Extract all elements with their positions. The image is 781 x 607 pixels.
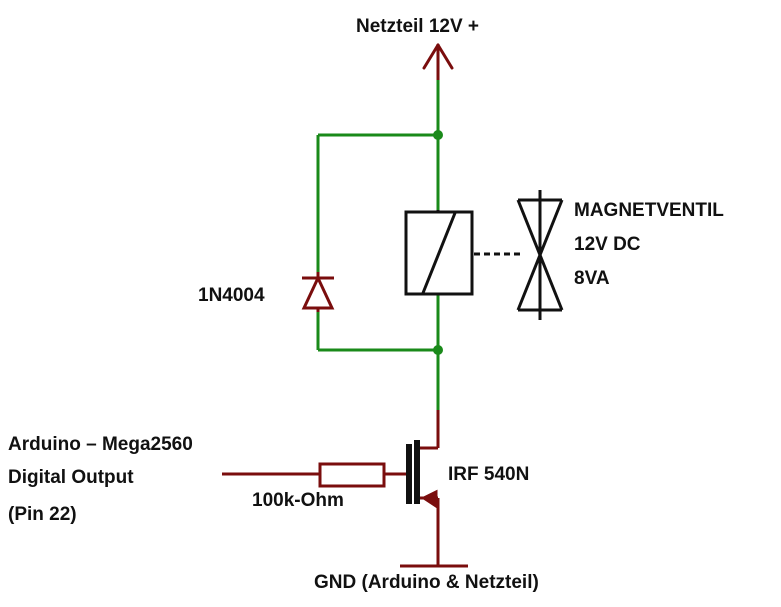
arduino-label-line3: (Pin 22) bbox=[8, 504, 77, 525]
ground-label: GND (Arduino & Netzteil) bbox=[314, 572, 539, 593]
supply-wires bbox=[316, 80, 440, 410]
supply-label: Netzteil 12V + bbox=[356, 16, 480, 37]
valve-symbol bbox=[516, 190, 564, 320]
mosfet-symbol bbox=[406, 440, 420, 504]
resistor-label: 100k-Ohm bbox=[252, 490, 344, 511]
junction-bottom bbox=[433, 345, 443, 355]
supply-arrow bbox=[422, 43, 454, 82]
resistor-symbol bbox=[318, 462, 386, 488]
arduino-label-line1: Arduino – Mega2560 bbox=[8, 434, 193, 455]
mosfet-source bbox=[420, 489, 440, 566]
diode-symbol bbox=[301, 272, 335, 312]
junction-top bbox=[433, 130, 443, 140]
valve-coil bbox=[404, 210, 474, 296]
valve-label-line2: 12V DC bbox=[574, 234, 641, 255]
valve-label-line3: 8VA bbox=[574, 268, 610, 289]
diode-label: 1N4004 bbox=[198, 285, 265, 306]
mosfet-label: IRF 540N bbox=[448, 464, 530, 485]
valve-label-line1: MAGNETVENTIL bbox=[574, 200, 724, 221]
arduino-label-line2: Digital Output bbox=[8, 467, 134, 488]
gate-wire bbox=[222, 462, 408, 488]
